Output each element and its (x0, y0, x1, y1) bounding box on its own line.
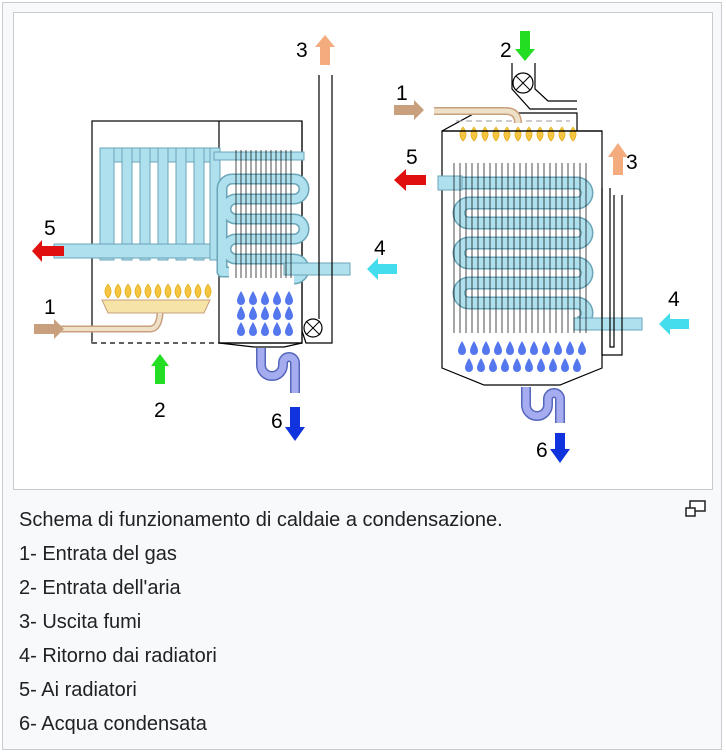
right-arrow-1-gas (394, 100, 424, 120)
left-burner (56, 283, 212, 333)
left-arrow-6-condensate (285, 407, 305, 441)
right-arrow-3-fumes (608, 143, 628, 175)
left-label-4: 4 (374, 237, 386, 260)
right-label-6: 6 (536, 439, 548, 462)
caption-item-6: 6- Acqua condensata (19, 713, 207, 735)
left-flue (301, 75, 333, 344)
right-heat-exchanger-coil (437, 163, 643, 333)
right-flue (601, 188, 623, 356)
caption-item-3: 3- Uscita fumi (19, 611, 142, 633)
magnify-clip-icon[interactable] (685, 500, 707, 518)
right-boiler: 1 2 3 4 5 6 (394, 31, 689, 463)
right-arrow-2-air (515, 31, 535, 61)
boiler-diagram-image[interactable]: 1 2 3 4 5 6 (13, 12, 713, 490)
right-arrow-4-return (659, 313, 689, 335)
left-arrow-4-return (367, 258, 397, 280)
caption-item-5: 5- Ai radiatori (19, 679, 137, 701)
left-label-2: 2 (154, 399, 166, 422)
left-arrows (32, 35, 397, 441)
right-label-2: 2 (500, 39, 512, 62)
left-label-3: 3 (296, 39, 308, 62)
caption-item-2: 2- Entrata dell'aria (19, 577, 181, 599)
right-label-5: 5 (406, 146, 418, 169)
right-arrows (394, 31, 689, 463)
left-label-6: 6 (271, 410, 283, 433)
caption-item-4: 4- Ritorno dai radiatori (19, 645, 217, 667)
left-arrow-2-air (151, 354, 169, 384)
right-label-3: 3 (626, 151, 638, 174)
left-arrow-5-supply (32, 240, 64, 262)
left-arrow-3-fumes (315, 35, 335, 65)
left-primary-exchanger (53, 147, 305, 261)
right-arrow-5-supply (394, 169, 426, 191)
left-label-5: 5 (44, 217, 56, 240)
right-arrow-6-condensate (550, 433, 570, 463)
caption-item-1: 1- Entrata del gas (19, 543, 177, 565)
left-arrow-1-gas (34, 319, 64, 339)
left-boiler: 1 2 3 4 5 6 (32, 35, 397, 441)
condensing-boiler-diagram: 1 2 3 4 5 6 (32, 31, 689, 463)
caption-title: Schema di funzionamento di caldaie a con… (19, 509, 503, 531)
left-condensing-coil (216, 150, 351, 285)
right-label-1: 1 (396, 82, 408, 105)
left-label-1: 1 (44, 296, 56, 319)
right-label-4: 4 (668, 288, 680, 311)
right-condensate-drops (458, 341, 586, 372)
image-caption: Schema di funzionamento di caldaie a con… (19, 503, 709, 741)
